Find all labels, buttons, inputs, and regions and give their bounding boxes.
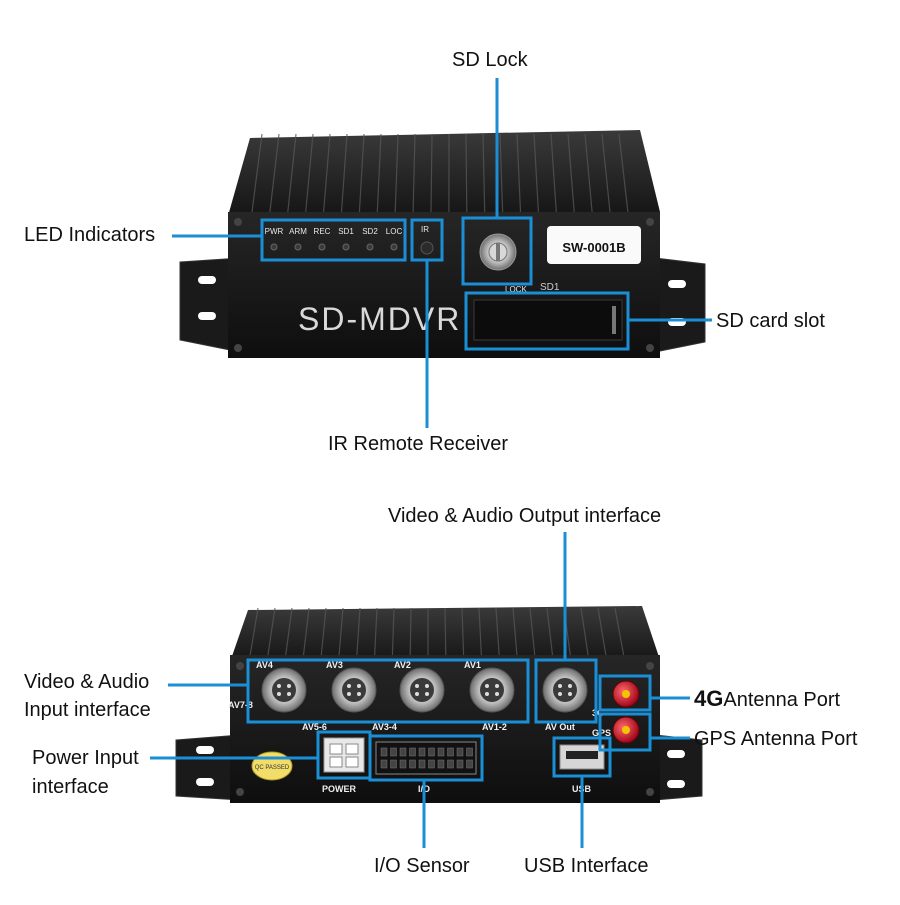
led-label-arm: ARM bbox=[289, 227, 307, 236]
front-heatsink bbox=[228, 130, 660, 216]
io-connector[interactable] bbox=[376, 742, 476, 774]
callout-video-audio-output: Video & Audio Output interface bbox=[388, 504, 661, 528]
sd-slot-text: SD1 bbox=[540, 282, 560, 293]
callout-gps-antenna: GPS Antenna Port bbox=[694, 727, 857, 751]
callout-video-audio-input-line2: Input interface bbox=[24, 698, 151, 722]
led-pwr bbox=[271, 244, 277, 250]
callout-4g-bold: 4G bbox=[694, 686, 723, 711]
callout-sd-card-slot: SD card slot bbox=[716, 309, 825, 333]
ir-receiver-window bbox=[421, 242, 433, 254]
led-loc bbox=[391, 244, 397, 250]
led-sd1 bbox=[343, 244, 349, 250]
brand-text: SD-MDVR bbox=[298, 301, 461, 337]
callout-usb-interface: USB Interface bbox=[524, 854, 649, 878]
callout-power-input-line1: Power Input bbox=[32, 746, 139, 770]
led-label-sd2: SD2 bbox=[362, 227, 378, 236]
serial-label: SW-0001B bbox=[562, 240, 625, 255]
callout-led-indicators: LED Indicators bbox=[24, 223, 155, 247]
callout-power-input-line2: interface bbox=[32, 775, 109, 799]
led-label-rec: REC bbox=[314, 227, 331, 236]
led-label-sd1: SD1 bbox=[338, 227, 354, 236]
led-rec bbox=[319, 244, 325, 250]
led-label-loc: LOC bbox=[386, 227, 403, 236]
power-label: POWER bbox=[322, 784, 357, 794]
callout-video-audio-input-line1: Video & Audio bbox=[24, 670, 149, 694]
sd-card-slot[interactable] bbox=[474, 300, 622, 340]
callout-4g-antenna: 4GAntenna Port bbox=[694, 686, 840, 712]
callout-4g-rest: Antenna Port bbox=[723, 689, 840, 711]
led-arm bbox=[295, 244, 301, 250]
ir-label: IR bbox=[421, 225, 429, 234]
callout-io-sensor: I/O Sensor bbox=[374, 854, 470, 878]
callout-ir-receiver: IR Remote Receiver bbox=[328, 432, 508, 456]
front-right-bracket bbox=[655, 258, 705, 352]
led-sd2 bbox=[367, 244, 373, 250]
qc-sticker-text: QC PASSED bbox=[255, 765, 290, 771]
led-label-pwr: PWR bbox=[265, 227, 284, 236]
callout-sd-lock: SD Lock bbox=[452, 48, 528, 72]
